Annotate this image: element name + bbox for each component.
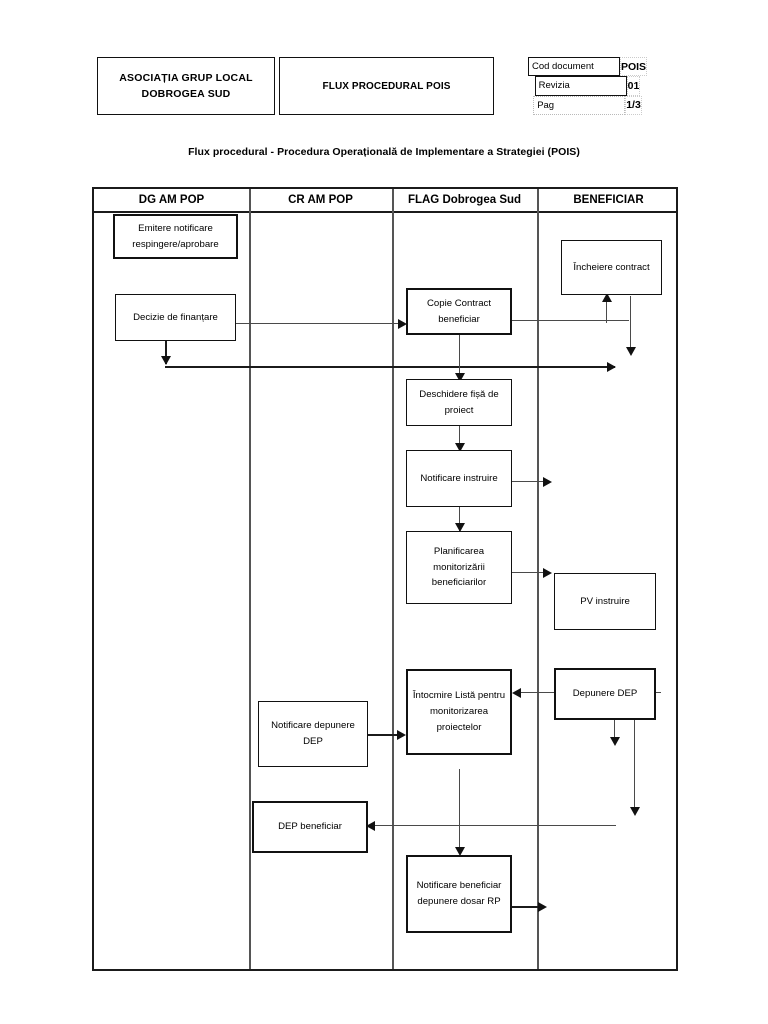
lane-header-cr-am-pop: CR AM POP — [288, 194, 353, 206]
arrowhead-incheiere-down — [626, 347, 636, 356]
swimlane-header-row: DG AM POP CR AM POP FLAG Dobrogea Sud BE… — [94, 189, 676, 213]
node-notificare-beneficiar-rp[interactable]: Notificare beneficiar depunere dosar RP — [406, 855, 512, 933]
arrowhead-depunere-to-lista — [512, 688, 521, 698]
organization-line-1: ASOCIAȚIA GRUP LOCAL — [119, 71, 253, 84]
connector-lista-to-notificare-rp — [459, 769, 461, 854]
meta-key-cod-document: Cod document — [527, 57, 620, 77]
connector-incheiere-down — [630, 296, 632, 354]
connector-notificare-dep-to-lista — [368, 734, 401, 736]
meta-row-revizia: Revizia 01 — [534, 76, 641, 96]
node-depunere-dep[interactable]: Depunere DEP — [554, 668, 656, 720]
flowchart-subtitle: Flux procedural - Procedura Operațională… — [188, 146, 580, 158]
connector-notificare-rp-right — [512, 906, 541, 908]
arrowhead-long-horizontal-main — [607, 362, 616, 372]
meta-value-cod-document: POIS — [619, 57, 648, 77]
node-intocmire-lista[interactable]: Întocmire Listă pentru monitorizarea pro… — [406, 669, 512, 755]
meta-row-cod-document: Cod document POIS — [527, 57, 648, 77]
connector-long-horizontal-main — [165, 366, 615, 368]
node-notificare-depunere-dep[interactable]: Notificare depunere DEP — [258, 701, 368, 767]
document-meta-table: Cod document POIS Revizia 01 Pag 1/3 — [498, 57, 677, 115]
connector-notificare-instruire-right — [512, 481, 550, 483]
connector-decizie-to-copie — [217, 323, 405, 325]
connector-incheiere-to-copie — [416, 320, 629, 322]
document-header-table: ASOCIAȚIA GRUP LOCAL DOBROGEA SUD FLUX P… — [97, 57, 677, 115]
arrowhead-to-dep-beneficiar — [366, 821, 375, 831]
lane-header-dg-am-pop: DG AM POP — [138, 194, 205, 206]
arrowhead-incheiere-up-stub — [602, 293, 612, 302]
lane-divider-2 — [392, 189, 394, 969]
arrowhead-notificare-instruire-right — [543, 477, 552, 487]
meta-key-pag: Pag — [533, 95, 626, 115]
meta-key-revizia: Revizia — [534, 76, 627, 96]
swimlane-diagram: DG AM POP CR AM POP FLAG Dobrogea Sud BE… — [92, 187, 678, 971]
meta-value-revizia: 01 — [626, 76, 641, 96]
node-incheiere-contract[interactable]: Încheiere contract — [561, 240, 662, 295]
connector-planificarea-to-pv — [512, 572, 550, 574]
node-planificarea-monitorizarii[interactable]: Planificarea monitorizării beneficiarilo… — [406, 531, 512, 604]
connector-to-dep-beneficiar — [372, 825, 616, 827]
node-deschidere-fisa[interactable]: Deschidere fișă de proiect — [406, 379, 512, 426]
connector-incheiere-up-stub — [606, 298, 608, 323]
arrowhead-depunere-down-short — [610, 737, 620, 746]
node-notificare-instruire[interactable]: Notificare instruire — [406, 450, 512, 507]
meta-value-pag: 1/3 — [625, 95, 642, 115]
lane-header-beneficiar: BENEFICIAR — [573, 194, 644, 206]
arrowhead-decizie-to-copie — [398, 319, 407, 329]
lane-divider-3 — [537, 189, 539, 969]
arrowhead-notificare-dep-to-lista — [397, 730, 406, 740]
arrowhead-notificare-rp-right — [538, 902, 547, 912]
arrowhead-planificarea-to-pv — [543, 568, 552, 578]
node-decizie-finantare[interactable]: Decizie de finanțare — [115, 294, 236, 341]
lane-header-flag-dobrogea-sud: FLAG Dobrogea Sud — [407, 194, 522, 206]
node-emitere-notificare[interactable]: Emitere notificare respingere/aprobare — [113, 214, 238, 259]
connector-notificare-to-planificarea — [459, 507, 461, 531]
arrowhead-deschidere-to-notificare — [455, 443, 465, 452]
connector-deschidere-to-notificare — [459, 426, 461, 451]
connector-depunere-down-short — [614, 719, 616, 744]
arrowhead-lista-to-notificare-rp — [455, 847, 465, 856]
arrowhead-copie-to-deschidere-2 — [455, 373, 465, 382]
node-copie-contract[interactable]: Copie Contract beneficiar — [406, 288, 512, 335]
lane-divider-1 — [249, 189, 251, 969]
arrowhead-decizie-down — [161, 356, 171, 365]
node-dep-beneficiar[interactable]: DEP beneficiar — [252, 801, 368, 853]
arrowhead-notificare-to-planificarea — [455, 523, 465, 532]
connector-decizie-down — [165, 341, 167, 364]
connector-depunere-down-long — [634, 719, 636, 814]
connector-copie-to-deschidere — [459, 335, 461, 382]
organization-cell: ASOCIAȚIA GRUP LOCAL DOBROGEA SUD — [97, 57, 275, 115]
organization-line-2: DOBROGEA SUD — [141, 88, 231, 100]
meta-row-pag: Pag 1/3 — [533, 95, 642, 115]
node-pv-instruire[interactable]: PV instruire — [554, 573, 656, 630]
arrowhead-depunere-down-long — [630, 807, 640, 816]
document-title-cell: FLUX PROCEDURAL POIS — [279, 57, 494, 115]
